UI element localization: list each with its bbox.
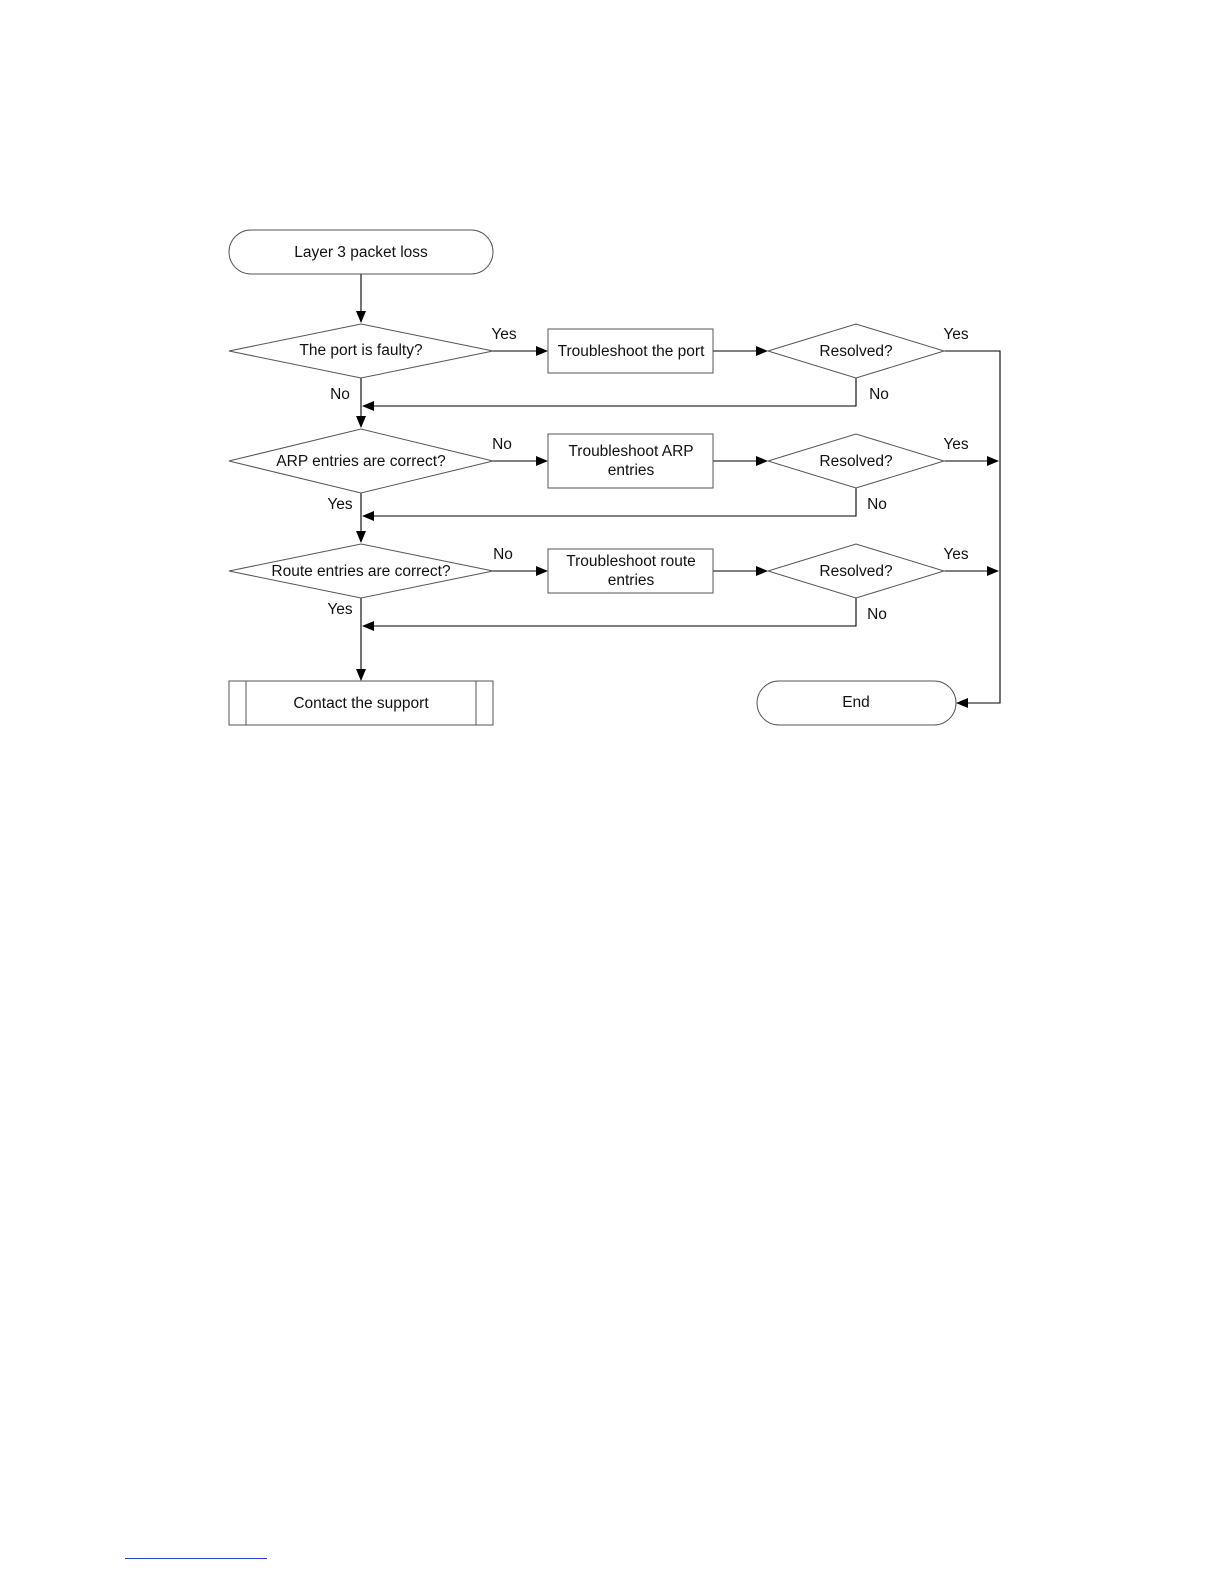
decision-port-label: The port is faulty? — [299, 342, 423, 359]
resolved-3-label: Resolved? — [819, 563, 893, 580]
edge-label-route-yes: Yes — [327, 601, 353, 618]
connector-resolved1-yes-to-end — [944, 351, 1000, 703]
node-process-arp: Troubleshoot ARP entries — [548, 434, 713, 488]
support-label: Contact the support — [293, 695, 429, 712]
connector-resolved3-no — [363, 598, 856, 626]
edge-label-resolved1-yes: Yes — [943, 326, 969, 343]
decision-arp-label: ARP entries are correct? — [276, 453, 446, 470]
edge-label-route-no: No — [493, 546, 513, 563]
node-end: End — [757, 681, 956, 725]
node-resolved-3: Resolved? — [768, 544, 944, 598]
node-decision-port: The port is faulty? — [229, 324, 493, 378]
edge-label-resolved2-no: No — [867, 496, 887, 513]
edge-label-resolved3-yes: Yes — [943, 546, 969, 563]
edge-label-arp-no: No — [492, 436, 512, 453]
node-decision-route: Route entries are correct? — [229, 544, 493, 598]
edge-label-resolved2-yes: Yes — [943, 436, 969, 453]
process-arp-label-line2: entries — [608, 462, 655, 479]
node-resolved-1: Resolved? — [768, 324, 944, 378]
edge-label-resolved3-no: No — [867, 606, 887, 623]
node-start: Layer 3 packet loss — [229, 230, 493, 274]
edge-label-arp-yes: Yes — [327, 496, 353, 513]
decision-route-label: Route entries are correct? — [271, 563, 451, 580]
node-decision-arp: ARP entries are correct? — [229, 429, 493, 493]
node-support: Contact the support — [229, 681, 493, 725]
end-label: End — [842, 694, 870, 711]
node-resolved-2: Resolved? — [768, 434, 944, 488]
node-process-route: Troubleshoot route entries — [548, 549, 713, 593]
edge-label-port-no: No — [330, 386, 350, 403]
edge-label-port-yes: Yes — [491, 326, 517, 343]
process-route-label-line2: entries — [608, 572, 655, 589]
edge-label-resolved1-no: No — [869, 386, 889, 403]
process-route-label-line1: Troubleshoot route — [566, 553, 696, 570]
node-process-port: Troubleshoot the port — [548, 329, 713, 373]
connector-resolved1-no — [363, 378, 856, 406]
process-arp-label-line1: Troubleshoot ARP — [568, 443, 693, 460]
footnote-rule — [125, 1558, 267, 1559]
resolved-1-label: Resolved? — [819, 343, 893, 360]
process-port-label: Troubleshoot the port — [558, 343, 705, 360]
resolved-2-label: Resolved? — [819, 453, 893, 470]
connector-resolved2-no — [363, 488, 856, 516]
start-label: Layer 3 packet loss — [294, 244, 428, 261]
